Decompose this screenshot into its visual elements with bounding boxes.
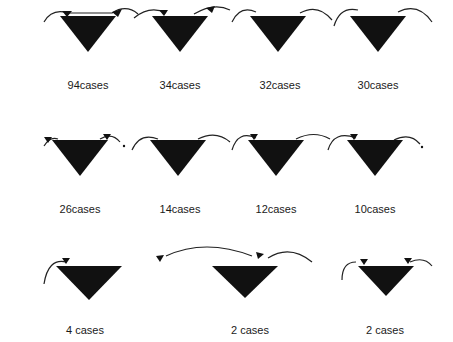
case-count: 26cases (60, 204, 101, 215)
case-count: 94cases (68, 80, 109, 91)
case-count: 34cases (160, 80, 201, 91)
case-count: 2 cases (231, 325, 269, 336)
case-count: 32cases (260, 80, 301, 91)
case-count: 12cases (256, 204, 297, 215)
case-count: 4 cases (66, 325, 104, 336)
case-count: 2 cases (366, 325, 404, 336)
case-count: 10cases (355, 204, 396, 215)
case-count: 30cases (358, 80, 399, 91)
case-count: 14cases (160, 204, 201, 215)
